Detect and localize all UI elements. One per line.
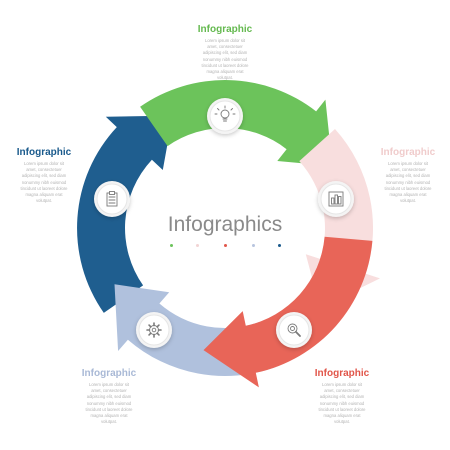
badge-pink	[318, 181, 354, 217]
section-text-red: Lorem ipsum dolor sit amet, consectetuer…	[318, 382, 366, 425]
section-title-lightblue: Infographic	[81, 368, 137, 379]
section-title-pink: Infographic	[380, 147, 436, 158]
lightbulb-icon	[214, 105, 236, 122]
gear-icon	[146, 322, 162, 338]
section-text-green: Lorem ipsum dolor sit amet, consectetuer…	[201, 38, 249, 81]
center-dot	[195, 244, 199, 247]
section-title-green: Infographic	[197, 24, 253, 35]
clipboard-icon	[106, 191, 118, 207]
center-dot	[277, 244, 281, 247]
section-text-pink: Lorem ipsum dolor sit amet, consectetuer…	[384, 161, 432, 204]
section-text-darkblue: Lorem ipsum dolor sit amet, consectetuer…	[20, 161, 68, 204]
center-dot	[223, 244, 227, 247]
badge-lightblue	[136, 312, 172, 348]
badge-red	[276, 312, 312, 348]
badge-green	[207, 98, 243, 134]
section-title-darkblue: Infographic	[16, 147, 72, 158]
search-icon	[287, 323, 301, 337]
arrow-red	[203, 236, 373, 388]
bar-chart-icon	[328, 191, 344, 207]
center-title: Infographics	[167, 213, 283, 236]
section-title-red: Infographic	[314, 368, 370, 379]
center-dot	[251, 244, 255, 247]
arrow-darkblue	[77, 115, 173, 313]
badge-darkblue	[94, 181, 130, 217]
section-text-lightblue: Lorem ipsum dolor sit amet, consectetuer…	[85, 382, 133, 425]
center-dot	[169, 244, 173, 247]
